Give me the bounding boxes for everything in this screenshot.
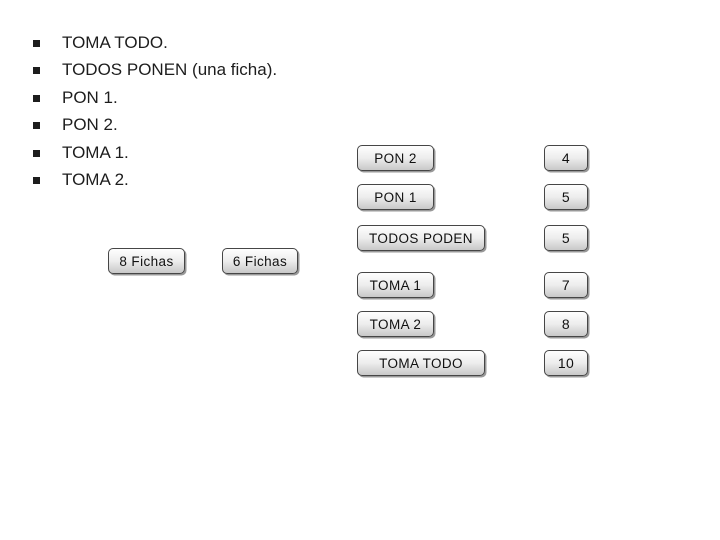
value-box-pon-2[interactable]: 4 <box>544 145 588 171</box>
bullet-square-icon <box>33 67 40 75</box>
action-box-toma-2[interactable]: TOMA 2 <box>357 311 434 337</box>
list-item: TODOS PONEN (una ficha). <box>33 57 277 85</box>
rule-text: TOMA 2. <box>62 170 129 190</box>
bullet-square-icon <box>33 149 40 157</box>
value-box-todos-poden[interactable]: 5 <box>544 225 588 251</box>
action-box-pon-2[interactable]: PON 2 <box>357 145 434 171</box>
fichas-8-button[interactable]: 8 Fichas <box>108 248 185 274</box>
rule-text: PON 1. <box>62 87 118 107</box>
action-box-toma-todo[interactable]: TOMA TODO <box>357 350 485 376</box>
bullet-square-icon <box>33 122 40 130</box>
list-item: PON 2. <box>33 112 277 140</box>
value-box-toma-todo[interactable]: 10 <box>544 350 588 376</box>
action-box-todos-poden[interactable]: TODOS PODEN <box>357 225 485 251</box>
list-item: TOMA TODO. <box>33 29 277 57</box>
bullet-square-icon <box>33 94 40 102</box>
value-box-toma-2[interactable]: 8 <box>544 311 588 337</box>
value-box-toma-1[interactable]: 7 <box>544 272 588 298</box>
bullet-square-icon <box>33 39 40 47</box>
fichas-6-button[interactable]: 6 Fichas <box>222 248 298 274</box>
action-box-toma-1[interactable]: TOMA 1 <box>357 272 434 298</box>
rule-text: PON 2. <box>62 115 118 135</box>
action-box-pon-1[interactable]: PON 1 <box>357 184 434 210</box>
list-item: PON 1. <box>33 84 277 112</box>
rules-bullet-list: TOMA TODO. TODOS PONEN (una ficha). PON … <box>33 29 277 194</box>
value-box-pon-1[interactable]: 5 <box>544 184 588 210</box>
list-item: TOMA 2. <box>33 167 277 195</box>
bullet-square-icon <box>33 177 40 185</box>
rule-text: TOMA TODO. <box>62 32 168 52</box>
list-item: TOMA 1. <box>33 139 277 167</box>
rule-text: TOMA 1. <box>62 142 129 162</box>
rule-text: TODOS PONEN (una ficha). <box>62 60 278 80</box>
